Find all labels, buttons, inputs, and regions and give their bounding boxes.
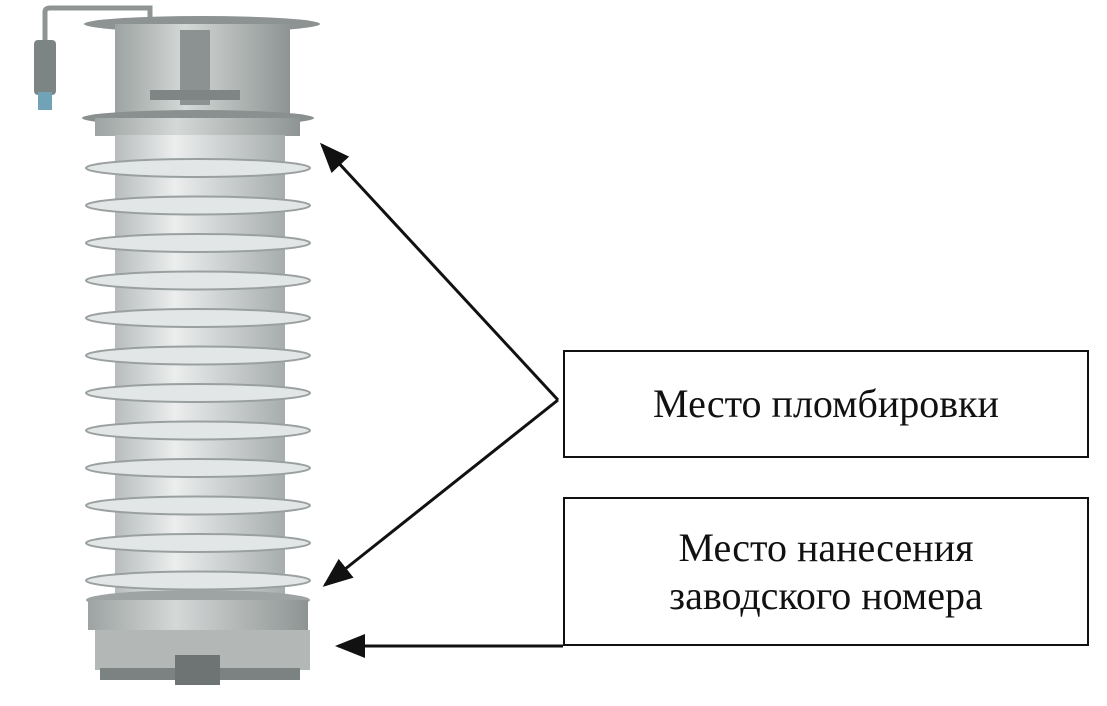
base — [86, 590, 310, 685]
insulator-sheds — [85, 158, 311, 591]
serial-place-text-line1: Место нанесения — [678, 524, 974, 570]
insulator-shed — [85, 345, 311, 366]
insulator-shed — [85, 495, 311, 516]
insulator-shed — [85, 158, 311, 178]
serial-place-text-line2: заводского номера — [669, 572, 983, 618]
insulator-shed — [85, 233, 311, 253]
arrow-to-top-seal — [319, 142, 560, 402]
serial-number-place-label: Место нанесения заводского номера — [563, 497, 1089, 646]
top-flange — [82, 110, 314, 136]
insulator-shed — [85, 570, 311, 591]
insulator-shed — [85, 270, 311, 291]
top-cap — [84, 16, 320, 114]
callout-arrows — [319, 142, 563, 658]
insulator-shed — [85, 195, 311, 216]
insulator-shed — [85, 308, 311, 328]
insulator-shed — [85, 420, 311, 441]
seal-place-label: Место пломбировки — [563, 350, 1089, 458]
insulator-shed — [85, 458, 311, 478]
insulator-shed — [85, 533, 311, 553]
arrow-to-bottom-seal — [322, 398, 559, 587]
gauge-pipe — [34, 5, 153, 110]
seal-place-text: Место пломбировки — [653, 381, 999, 426]
insulator-shed — [85, 383, 311, 403]
